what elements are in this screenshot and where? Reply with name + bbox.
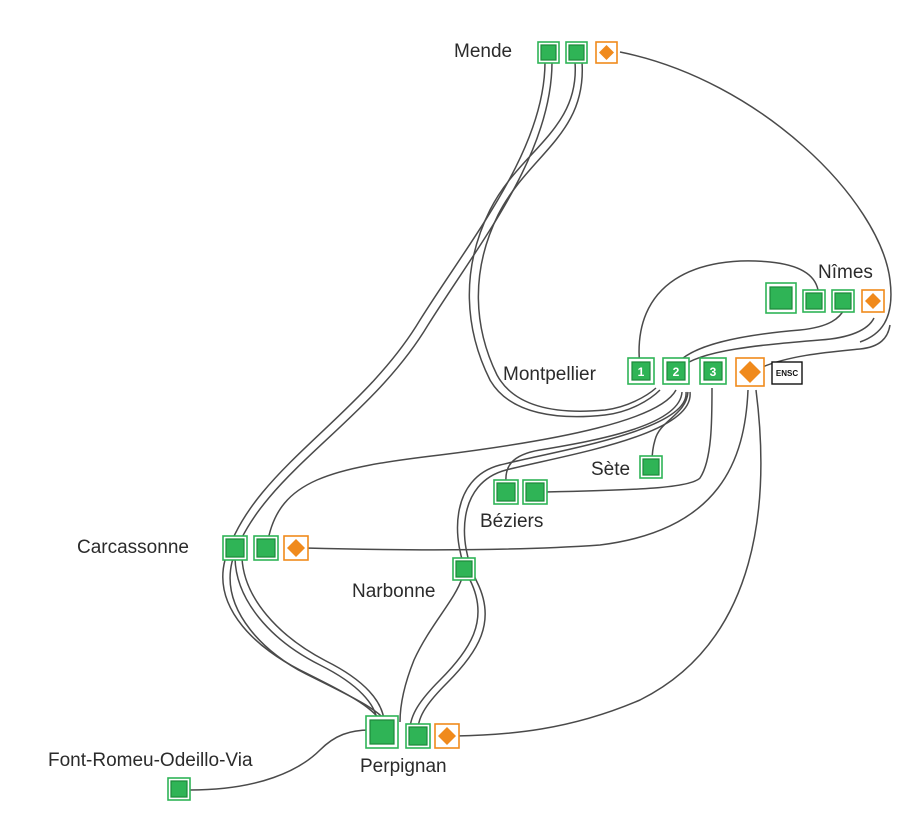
green-square-icon [769,286,793,310]
orange-diamond-icon [739,361,761,383]
link-mende-montpellier-b [477,61,657,412]
green-square-icon [540,44,557,61]
montpellier-site-number-1: 1 [638,365,645,379]
link-mende-montpellier-a [468,61,661,418]
city-label-montpellier: Montpellier [503,364,596,385]
link-fontromeu-perpignan [189,729,371,791]
link-montpellier-nimes-2 [679,317,875,369]
orange-diamond-icon [865,293,881,309]
link-montpellier-perpignan-orange [454,389,762,737]
link-carcassonne-perpignan-b [241,557,385,721]
green-square-icon [568,44,585,61]
green-square-icon [834,292,852,310]
link-montpellier-nimes-loop [638,260,819,369]
sete-nodes [639,455,663,479]
green-square-icon [805,292,823,310]
city-label-perpignan: Perpignan [360,756,447,777]
link-mende-nimes [619,51,892,343]
link-mende-perpignan-a [222,61,546,731]
green-square-icon [703,361,723,381]
nimes-nodes [765,282,885,314]
green-square-icon [170,780,188,798]
perpignan-nodes [365,715,460,749]
carcassonne-nodes [222,535,309,561]
link-montpellier-sete [651,391,689,463]
green-square-icon [225,538,245,558]
link-carcassonne-perpignan-a [234,557,378,721]
link-montpellier-perpignan-b [417,391,691,731]
city-label-sete: Sète [591,459,631,480]
montpellier-site-number-2: 2 [673,365,680,379]
green-square-icon [642,458,660,476]
montpellier-site-number-3: 3 [710,365,717,379]
green-square-icon [408,726,428,746]
link-montpellier-nimes-3 [759,324,891,369]
link-montpellier-carcassonne [267,389,677,541]
city-label-font-romeu: Font-Romeu-Odeillo-Via [48,750,253,771]
city-label-beziers: Béziers [480,511,544,532]
link-montpellier-nimes-1 [674,307,846,367]
green-square-icon [256,538,276,558]
ensc-label: ENSC [776,369,798,378]
montpellier-nodes: 1 2 3 ENSC [627,357,803,387]
green-square-icon [666,361,686,381]
ensc-box [771,361,803,385]
narbonne-nodes [452,557,476,581]
connection-lines [189,51,892,791]
city-label-narbonne: Narbonne [352,581,436,602]
green-square-icon [496,482,516,502]
green-square-icon [369,719,395,745]
orange-diamond-icon [438,727,456,745]
orange-diamond-icon [599,45,614,60]
green-square-icon [525,482,545,502]
fontromeu-nodes [167,777,191,801]
link-montpellier-carcassonne-orange [304,389,749,551]
city-label-mende: Mende [454,41,513,62]
mende-nodes [537,41,618,64]
link-montpellier-perpignan-a [409,391,687,731]
green-square-icon [455,560,473,578]
link-montpellier3-beziers [544,387,713,493]
city-label-carcassonne: Carcassonne [77,537,189,558]
beziers-nodes [493,479,548,505]
link-narbonne-perpignan-a [399,577,463,723]
city-label-nimes: Nîmes [818,262,873,283]
link-montpellier-beziers [505,391,683,483]
orange-diamond-icon [287,539,305,557]
green-square-icon [631,361,651,381]
